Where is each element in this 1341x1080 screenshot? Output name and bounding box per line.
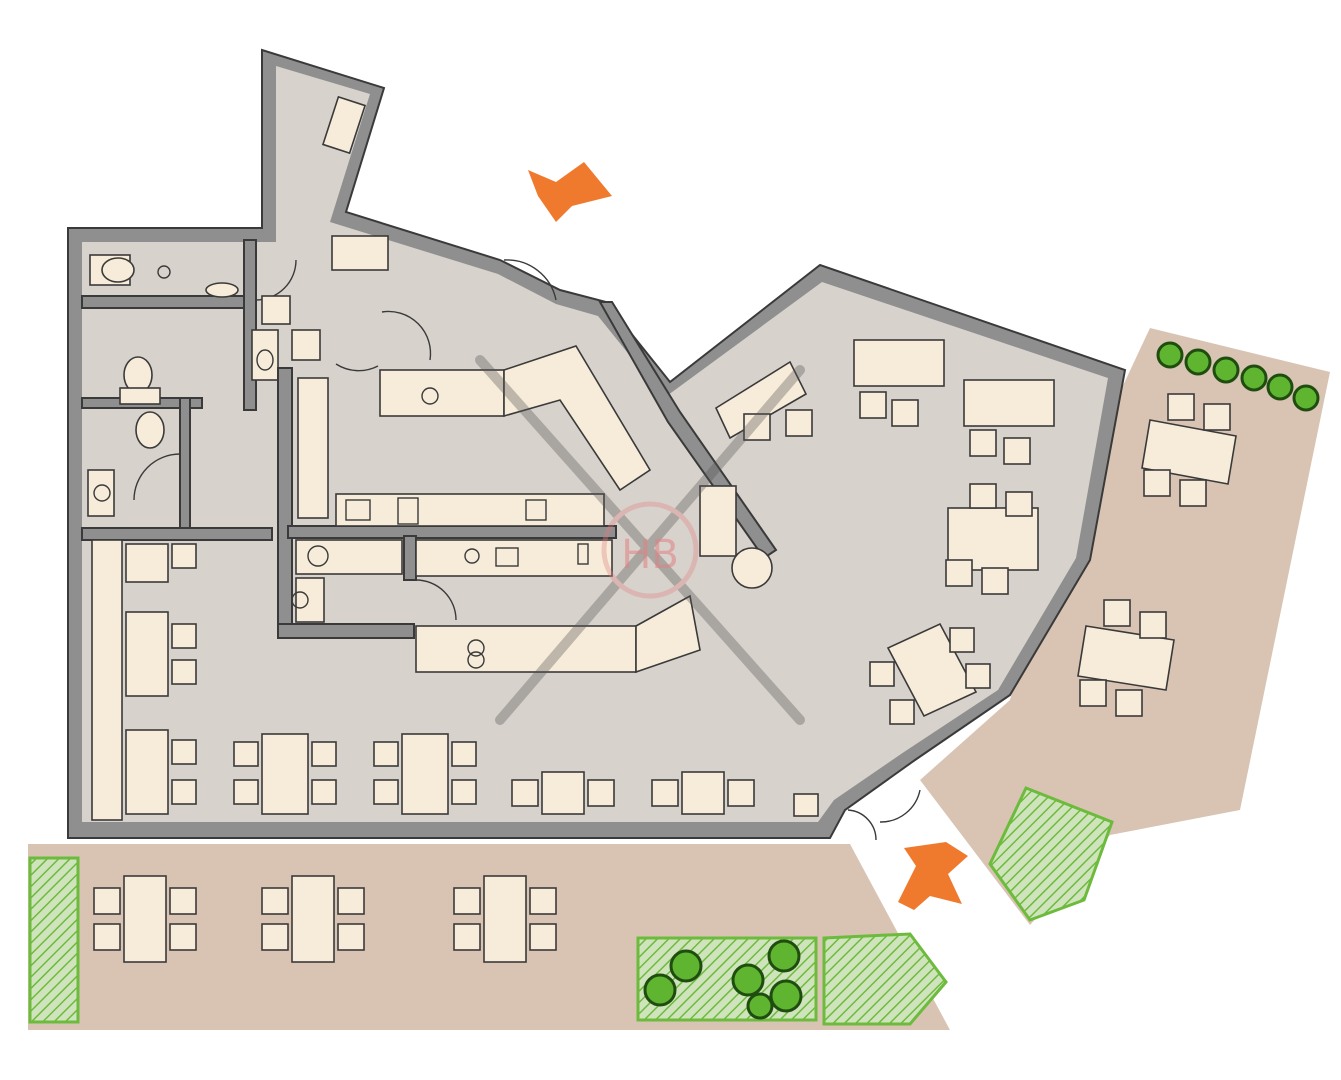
tree-icon (1266, 373, 1294, 401)
trees (643, 341, 1320, 1020)
tree-icon (1292, 384, 1320, 412)
restrooms (81, 239, 297, 541)
entrance-doors (847, 789, 921, 841)
tree-icon (731, 963, 765, 997)
tree-icon (1184, 348, 1212, 376)
sink-icon (93, 484, 111, 502)
watermark-logo (475, 355, 805, 725)
dining-tables-interior (91, 339, 1055, 821)
tree-icon (769, 979, 803, 1013)
tree-icon (746, 992, 774, 1020)
tree-icon (669, 949, 703, 983)
sink-icon (256, 349, 274, 371)
entry-furniture (261, 95, 557, 361)
entrance-arrow-icon (898, 842, 968, 910)
urinal-icon (157, 265, 171, 279)
toilet-icon (135, 411, 165, 449)
dining-tables-side-terrace (1077, 393, 1237, 717)
kitchen (277, 301, 778, 674)
tree-icon (1156, 341, 1184, 369)
tree-icon (767, 939, 801, 973)
tree-icon (1240, 364, 1268, 392)
tree-icon (643, 973, 677, 1007)
entrance-arrows (528, 162, 968, 910)
entrance-arrow-icon (528, 162, 612, 222)
dining-tables-front-terrace (93, 875, 557, 963)
sink-icon (205, 282, 239, 298)
planter-beds (28, 786, 1114, 1026)
tree-icon (1212, 356, 1240, 384)
watermark-text: HB (621, 532, 679, 578)
